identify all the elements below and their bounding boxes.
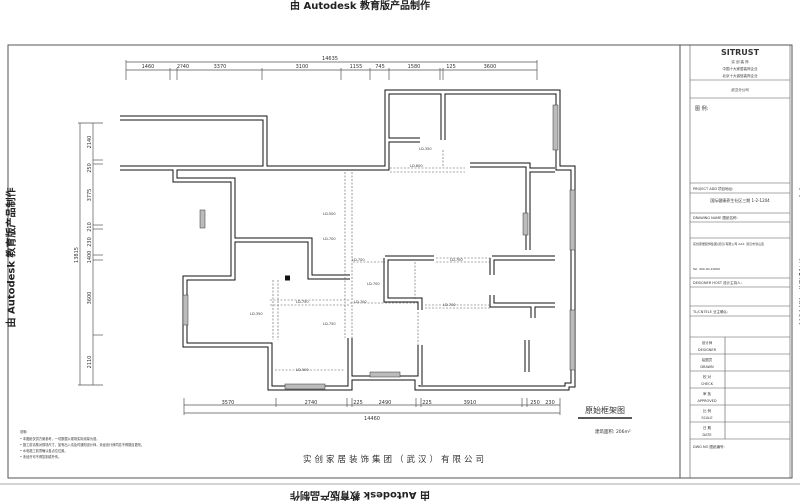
walls: [120, 89, 576, 391]
bottom-dim: 2740: [305, 400, 318, 406]
bottom-dim: 225: [422, 400, 432, 406]
tb-designer-host: DESIGNER HOST 设计主持人:: [693, 280, 742, 285]
beam-label: LD-500: [296, 368, 309, 372]
left-dim: 1400: [87, 251, 93, 264]
top-dim: 3100: [296, 64, 309, 70]
bottom-dim: 3570: [222, 400, 235, 406]
tb-row-cn: 比 例: [703, 408, 712, 413]
bottom-dim: 225: [353, 400, 363, 406]
drawing-title: 原始框架图: [585, 405, 625, 415]
left-dim: 2140: [87, 136, 93, 149]
left-dim: 3600: [87, 292, 93, 305]
tb-row-cn: 审 批: [703, 391, 712, 396]
note: • 本图纸仅供方案参考，一切数据以现场实际测量为准。: [20, 436, 99, 441]
top-dim: 1580: [408, 64, 421, 70]
tb-line2: 北京十大诚信装饰企业: [723, 73, 758, 78]
beam-labels: LD-350 LD-800 LD-500 LD-700 LD-700 LD-70…: [250, 147, 463, 372]
tb-legend: 图 例:: [695, 105, 709, 112]
watermark-bottom: 由 Autodesk 教育版产品制作: [290, 489, 431, 500]
tb-branch: 武汉分公司: [731, 87, 749, 92]
area-label: 建筑面积: 206m²: [595, 428, 631, 435]
beam-label: LD-350: [250, 312, 263, 316]
beam-label: LD-750: [323, 322, 336, 326]
tb-drawing-name: DRAWING NAME 图纸名称:: [693, 215, 738, 220]
company-name: 实创家居装饰集团（武汉）有限公司: [303, 454, 487, 465]
tb-dwg-no: DWG NO 图纸编号:: [693, 444, 725, 449]
tb-row-cn: 设计师: [702, 340, 713, 345]
windows: [182, 104, 576, 390]
sheet-border: [7, 44, 793, 479]
notes-heading: 说明:: [20, 429, 27, 434]
left-total-dim: 13815: [74, 247, 80, 263]
top-dim: 3600: [484, 64, 497, 70]
tb-address: 实创家居装饰集团(武汉)有限公司 Add: 武汉市洪山区: [693, 241, 764, 246]
watermark-top: 由 Autodesk 教育版产品制作: [290, 1, 431, 12]
left-dim: 230: [87, 237, 93, 247]
bottom-dim: 2490: [379, 400, 392, 406]
bottom-dimension-line: [183, 398, 561, 415]
left-dimension-line: [78, 122, 103, 386]
tb-row-en: APPROVED: [697, 399, 716, 403]
bottom-dim: 230: [545, 400, 555, 406]
tb-row-cn: 校 对: [703, 374, 712, 379]
beam-label: LD-800: [410, 164, 423, 168]
tb-project: PROJECT ADD 项目地址:: [693, 186, 733, 191]
logo-subtitle: 实 创 装 饰: [731, 59, 749, 64]
beam-label: LD-350: [419, 147, 432, 151]
tb-client: TL/CNTELE 业主确认:: [692, 309, 728, 314]
tb-row-en: SCALE: [701, 416, 712, 420]
tb-row-cn: 绘图员: [702, 357, 713, 362]
beam-label: LD-700: [352, 258, 365, 262]
top-total-dim: 14635: [322, 56, 338, 62]
tb-row-en: DRAWN: [700, 365, 714, 369]
beam-label: LD-750: [296, 300, 309, 304]
beam-label: LD-700: [450, 258, 463, 262]
title-block-grid: [689, 44, 791, 479]
top-dim: 2?40: [177, 64, 189, 70]
top-dim: 125: [446, 64, 456, 70]
left-dim: 2110: [87, 356, 93, 369]
left-dim: 3775: [87, 189, 93, 202]
left-dim: 250: [87, 163, 93, 173]
beam-label: LD-700: [323, 237, 336, 241]
beam-label: LD-700: [354, 300, 367, 304]
beam-label: LD-700: [367, 282, 380, 286]
bottom-total-dim: 14460: [364, 416, 380, 422]
tb-row-cn: 日 期: [703, 425, 712, 430]
beam-label: LD-700: [443, 303, 456, 307]
bottom-dim: 3910: [464, 400, 477, 406]
top-dim: 1460: [142, 64, 155, 70]
note: • 水电施工前须确认各点位位置。: [20, 448, 68, 453]
tb-row-en: CHECK: [701, 382, 714, 386]
tb-tel: Tel: 400-00-20000: [692, 267, 720, 271]
watermark-left: 由 Autodesk 教育版产品制作: [6, 187, 18, 328]
beam-label: LD-500: [323, 212, 336, 216]
company-logo: SITRUST: [721, 48, 760, 57]
left-dim: 210: [87, 222, 93, 232]
top-dimension-line: [125, 60, 538, 80]
bottom-dim: 250: [530, 400, 540, 406]
note: • 未经许可不得复制或外传。: [20, 454, 61, 459]
tb-project-value: 国际健康养生社区三期 1-2-1204: [710, 197, 770, 203]
tb-line1: 中国十大家居装饰企业: [723, 66, 758, 71]
top-dim: 1155: [350, 64, 363, 70]
top-dim: 3370: [214, 64, 227, 70]
tb-row-en: DATE: [702, 433, 711, 437]
top-dim: 745: [375, 64, 385, 70]
note: • 施工前请核对现场尺寸，如有出入请及时通知设计师，未经设计师同意不得擅自更改。: [20, 442, 144, 447]
beams: [270, 150, 490, 371]
tb-row-en: DESIGNER: [698, 348, 717, 352]
